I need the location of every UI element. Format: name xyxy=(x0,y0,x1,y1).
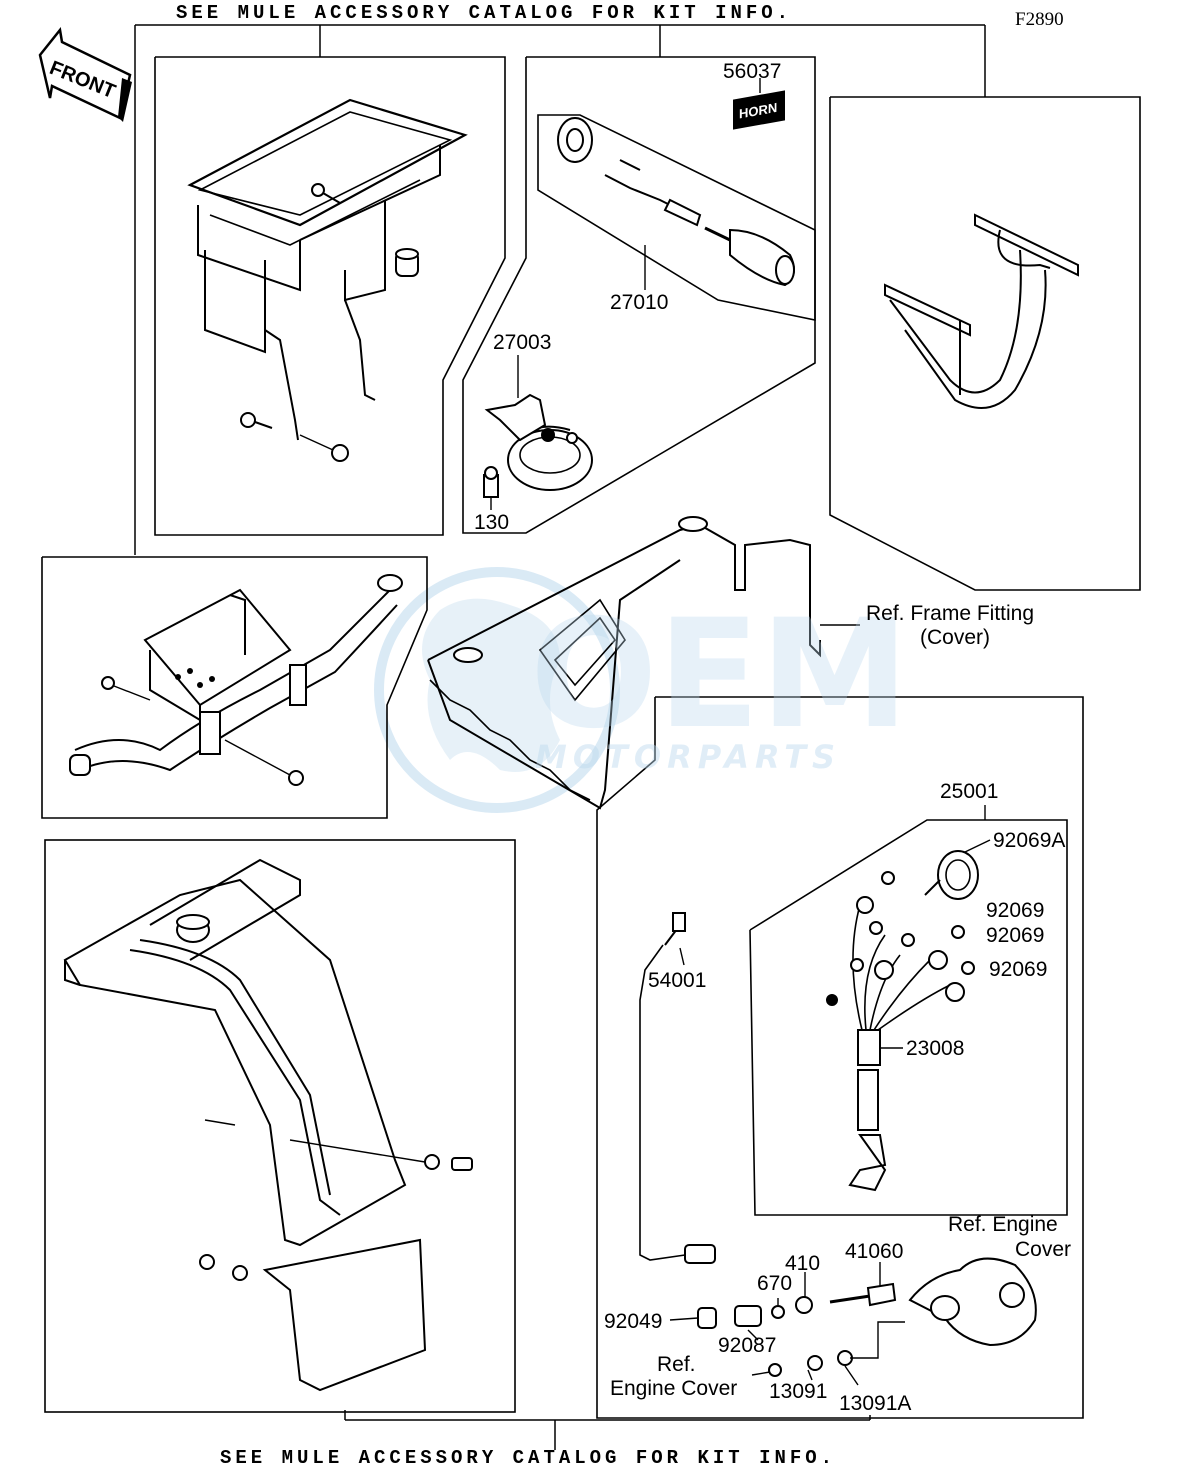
part-92069-3: 92069 xyxy=(989,958,1048,981)
part-54001: 54001 xyxy=(648,969,707,992)
watermark-sub: MOTORPARTS xyxy=(535,738,842,776)
watermark-globe-icon xyxy=(374,567,620,813)
part-25001: 25001 xyxy=(940,780,999,803)
watermark-brand: OEM xyxy=(530,588,910,762)
bar-drawing xyxy=(69,574,403,786)
part-13091: 13091 xyxy=(769,1380,828,1403)
part-27010: 27010 xyxy=(610,291,669,314)
part-27003: 27003 xyxy=(493,331,552,354)
part-670: 670 xyxy=(757,1272,793,1295)
part-92087: 92087 xyxy=(718,1334,777,1357)
part-130: 130 xyxy=(474,511,510,534)
ref-engine-cover-top: Ref. Engine xyxy=(948,1213,1058,1236)
ref-engine-cover-bottom: Ref. xyxy=(657,1353,696,1376)
ref-frame-fitting: Ref. Frame Fitting xyxy=(866,602,1035,625)
part-23008: 23008 xyxy=(906,1037,965,1060)
top-leader-tree xyxy=(134,24,986,555)
panel-guard-box xyxy=(829,96,1141,591)
part-92069-1: 92069 xyxy=(986,899,1045,922)
panel-meter-box xyxy=(596,696,1084,1419)
fender-drawing xyxy=(63,858,473,1392)
ref-frame-fitting-cover: (Cover) xyxy=(920,626,991,649)
part-92069A: 92069A xyxy=(993,829,1066,852)
part-92049: 92049 xyxy=(604,1310,663,1333)
guard-drawing xyxy=(884,213,1079,409)
meter-harness-drawing xyxy=(826,839,991,1192)
basket-drawing xyxy=(187,98,468,462)
ref-engine-cover-top-2: Cover xyxy=(1015,1238,1072,1261)
part-13091A: 13091A xyxy=(839,1392,912,1415)
bottom-leader-tree xyxy=(344,1410,871,1450)
sensor-cable-drawing xyxy=(639,912,716,1264)
ref-engine-cover-bottom-2: Engine Cover xyxy=(610,1377,738,1400)
horn-sticker-label: HORN xyxy=(739,99,778,122)
part-41060: 41060 xyxy=(845,1240,904,1263)
part-56037: 56037 xyxy=(723,60,782,83)
drive-parts-drawing xyxy=(669,1257,1037,1386)
cover-drawing xyxy=(427,516,860,810)
part-410: 410 xyxy=(785,1252,821,1275)
panel-rack-box xyxy=(154,56,506,536)
header-note: SEE MULE ACCESSORY CATALOG FOR KIT INFO. xyxy=(176,2,793,24)
front-arrow-icon xyxy=(38,27,132,122)
panel-horn-box xyxy=(462,56,816,534)
part-92069-2: 92069 xyxy=(986,924,1045,947)
figure-code: F2890 xyxy=(1015,9,1064,30)
panel-bar-box xyxy=(41,556,428,819)
horn-drawing xyxy=(483,355,593,510)
footer-note: SEE MULE ACCESSORY CATALOG FOR KIT INFO. xyxy=(220,1447,837,1469)
panel-fender-box xyxy=(44,839,516,1413)
horn-switch-drawing xyxy=(557,117,795,290)
